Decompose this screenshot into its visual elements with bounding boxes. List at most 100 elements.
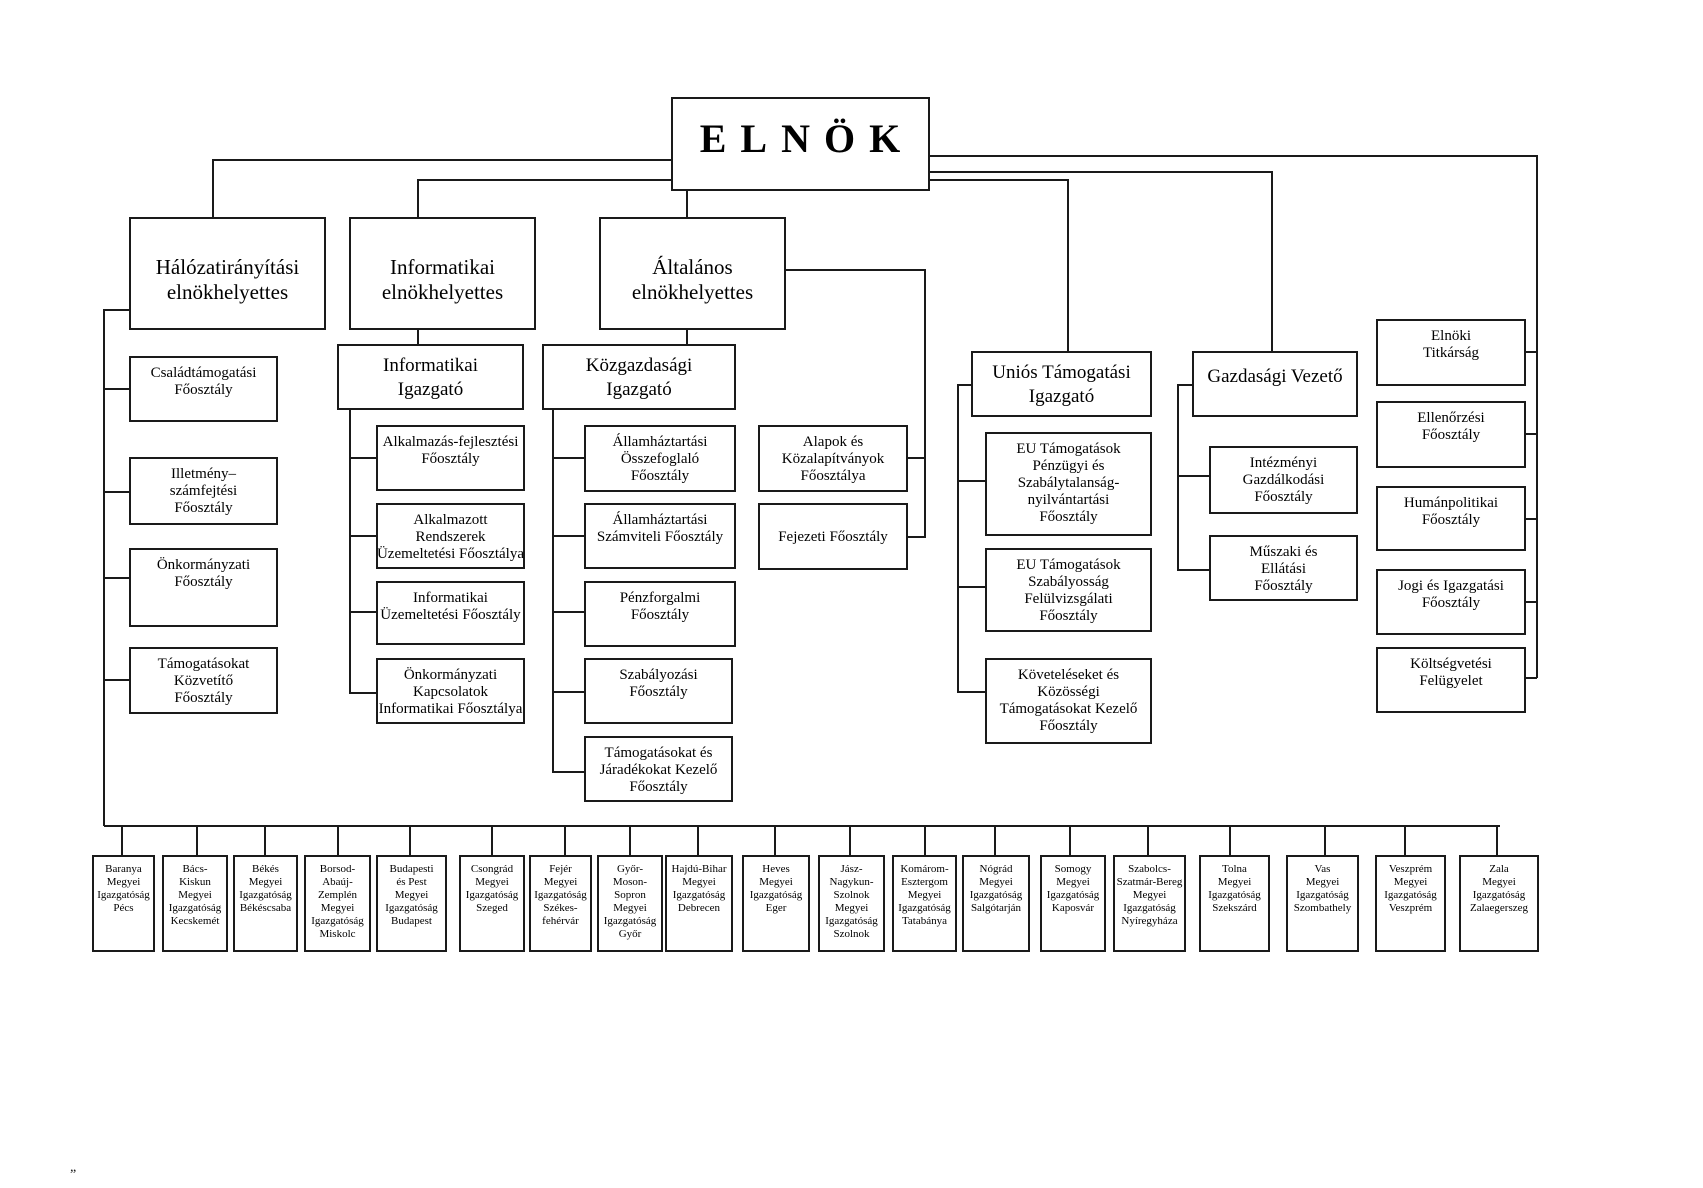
county-directorate-4-line: Megyei (395, 889, 429, 901)
director-gazdasagi-vezeto[interactable]: Gazdasági Vezető (1192, 351, 1358, 417)
county-directorate-3-line: Miskolc (319, 928, 355, 940)
county-directorate-14-line: Szatmár-Bereg (1117, 876, 1183, 888)
kozgazd-unit-3-line: Főosztály (629, 684, 688, 700)
county-directorate-18-line: Zala (1489, 863, 1509, 875)
elnok-unit-1-frame (1376, 401, 1526, 468)
county-directorate-7-frame (597, 855, 663, 952)
county-directorate-3-line: Megyei (321, 902, 355, 914)
deputy-halozat-frame (129, 217, 326, 330)
county-directorate-12-line: Igazgatóság (970, 889, 1023, 901)
county-directorate-10-line: Szolnok (833, 928, 870, 940)
info-unit-1-frame (376, 503, 525, 569)
halozat-unit-0-line: Családtámogatási (151, 365, 257, 381)
county-directorate-3-line: Igazgatóság (311, 915, 364, 927)
altalanos-unit-1-frame (758, 503, 908, 570)
county-directorate-10-line: Szolnok (833, 889, 870, 901)
root-elnok-frame (671, 97, 930, 191)
county-directorate-13-frame (1040, 855, 1106, 952)
root-elnok-box[interactable]: ELNÖK (671, 97, 930, 191)
elnok-unit-4-frame (1376, 647, 1526, 713)
halozat-unit-3-frame (129, 647, 278, 714)
county-directorate-11-line: Tatabánya (902, 915, 947, 927)
county-directorate-7-line: Igazgatóság (604, 915, 657, 927)
connector-root-elnok-units (929, 155, 1538, 678)
info-unit-3-line: Kapcsolatok (413, 684, 488, 700)
altalanos-unit-1[interactable]: Fejezeti Főosztály (758, 503, 908, 570)
county-directorate-5-frame (459, 855, 525, 952)
gazdasagi-unit-1-line: Műszaki és (1250, 544, 1318, 560)
unios-unit-1-line: EU Támogatások (1016, 557, 1121, 573)
county-directorate-1-frame (162, 855, 228, 952)
director-info-igazgato-frame (337, 344, 524, 410)
kozgazd-unit-3-frame (584, 658, 733, 724)
unios-unit-1-line: Szabályosság (1028, 574, 1109, 590)
connector-root-gazdasagi (929, 171, 1273, 352)
halozat-unit-3-line: Közvetítő (174, 673, 233, 689)
gazdasagi-unit-0-line: Gazdálkodási (1243, 472, 1325, 488)
county-directorate-10-line: Jász- (841, 863, 863, 875)
kozgazd-unit-3-line: Szabályozási (619, 667, 697, 683)
